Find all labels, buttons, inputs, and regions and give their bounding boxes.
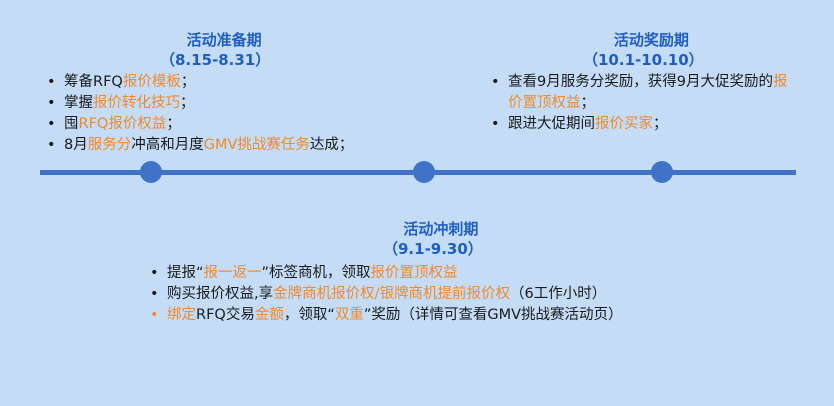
bullet-text: ”标签商机，领取	[261, 265, 371, 281]
bullet-text: 筹备RFQ	[64, 74, 123, 90]
prep-phase-title: 活动准备期 （8.15-8.31）	[160, 30, 270, 70]
bullet-text: RFQ交易	[196, 307, 255, 323]
prep-bullet-item: 囤RFQ报价权益；	[44, 114, 353, 135]
bullet-text: ；	[166, 116, 181, 132]
bullet-text: 掌握	[64, 95, 93, 111]
reward-bullet-item: 查看9月服务分奖励，获得9月大促奖励的报价置顶权益；	[488, 72, 793, 114]
timeline-dot-reward	[651, 161, 673, 183]
highlighted-text: 报价转化技巧	[93, 95, 180, 111]
highlighted-text: 报价模板	[122, 74, 181, 90]
bullet-text: 达成；	[309, 137, 354, 153]
bullet-text: 购买报价权益,享	[167, 286, 274, 302]
sprint-phase-title: 活动冲刺期 （9.1-9.30）	[383, 219, 483, 259]
prep-bullet-item: 8月服务分冲高和月度GMV挑战赛任务达成；	[44, 135, 353, 156]
prep-phase-range: （8.15-8.31）	[160, 51, 271, 69]
reward-bullet-list: 查看9月服务分奖励，获得9月大促奖励的报价置顶权益；跟进大促期间报价买家；	[488, 72, 793, 135]
bullet-text: 冲高和月度	[131, 137, 204, 153]
sprint-phase-range: （9.1-9.30）	[383, 240, 483, 258]
highlighted-text: 金牌商机报价权/银牌商机提前报价权	[273, 286, 510, 302]
bullet-text: 跟进大促期间	[508, 116, 595, 132]
reward-bullet-item: 跟进大促期间报价买家；	[488, 114, 793, 135]
highlighted-text: 服务分	[87, 137, 132, 153]
prep-bullet-list: 筹备RFQ报价模板；掌握报价转化技巧；囤RFQ报价权益；8月服务分冲高和月度GM…	[44, 72, 353, 156]
prep-bullet-item: 筹备RFQ报价模板；	[44, 72, 353, 93]
bullet-text: ；	[180, 95, 195, 111]
prep-bullet-item: 掌握报价转化技巧；	[44, 93, 353, 114]
highlighted-text: 双重	[334, 307, 364, 323]
prep-phase-name: 活动准备期	[186, 31, 262, 49]
highlighted-text: 报价买家	[595, 116, 653, 132]
sprint-bullet-item: 提报“报一返一”标签商机，领取报价置顶权益	[147, 263, 623, 284]
highlighted-text: 绑定	[167, 307, 196, 323]
bullet-text: ；	[180, 74, 196, 90]
bullet-text: 提报“	[167, 265, 204, 281]
bullet-text: ”奖励（详情可查看GMV挑战赛活动页）	[363, 307, 623, 323]
bullet-text: ；	[653, 116, 668, 132]
sprint-bullet-item: 购买报价权益,享金牌商机报价权/银牌商机提前报价权（6工作小时）	[147, 284, 623, 305]
reward-phase-range: （10.1-10.10）	[583, 51, 704, 69]
bullet-text: ，领取“	[283, 307, 335, 323]
timeline-dot-prep	[140, 161, 162, 183]
sprint-bullet-item: 绑定RFQ交易金额，领取“双重”奖励（详情可查看GMV挑战赛活动页）	[147, 305, 623, 326]
bullet-text: （6工作小时）	[510, 286, 607, 302]
timeline-dot-sprint	[413, 161, 435, 183]
bullet-text: 查看9月服务分奖励，获得9月大促奖励的	[508, 74, 773, 90]
reward-phase-name: 活动奖励期	[613, 31, 689, 49]
sprint-bullet-list: 提报“报一返一”标签商机，领取报价置顶权益购买报价权益,享金牌商机报价权/银牌商…	[147, 263, 623, 326]
highlighted-text: RFQ报价权益	[78, 116, 167, 132]
bullet-text: 8月	[64, 137, 88, 153]
bullet-text: ；	[580, 95, 596, 111]
highlighted-text: 报价置顶权益	[508, 74, 788, 111]
reward-phase-title: 活动奖励期 （10.1-10.10）	[583, 30, 704, 70]
bullet-text: 囤	[64, 116, 79, 132]
highlighted-text: 报一返一	[203, 265, 262, 281]
highlighted-text: 金额	[254, 307, 284, 323]
highlighted-text: 报价置顶权益	[370, 265, 458, 281]
highlighted-text: GMV挑战赛任务	[203, 137, 310, 153]
sprint-phase-name: 活动冲刺期	[403, 220, 479, 238]
